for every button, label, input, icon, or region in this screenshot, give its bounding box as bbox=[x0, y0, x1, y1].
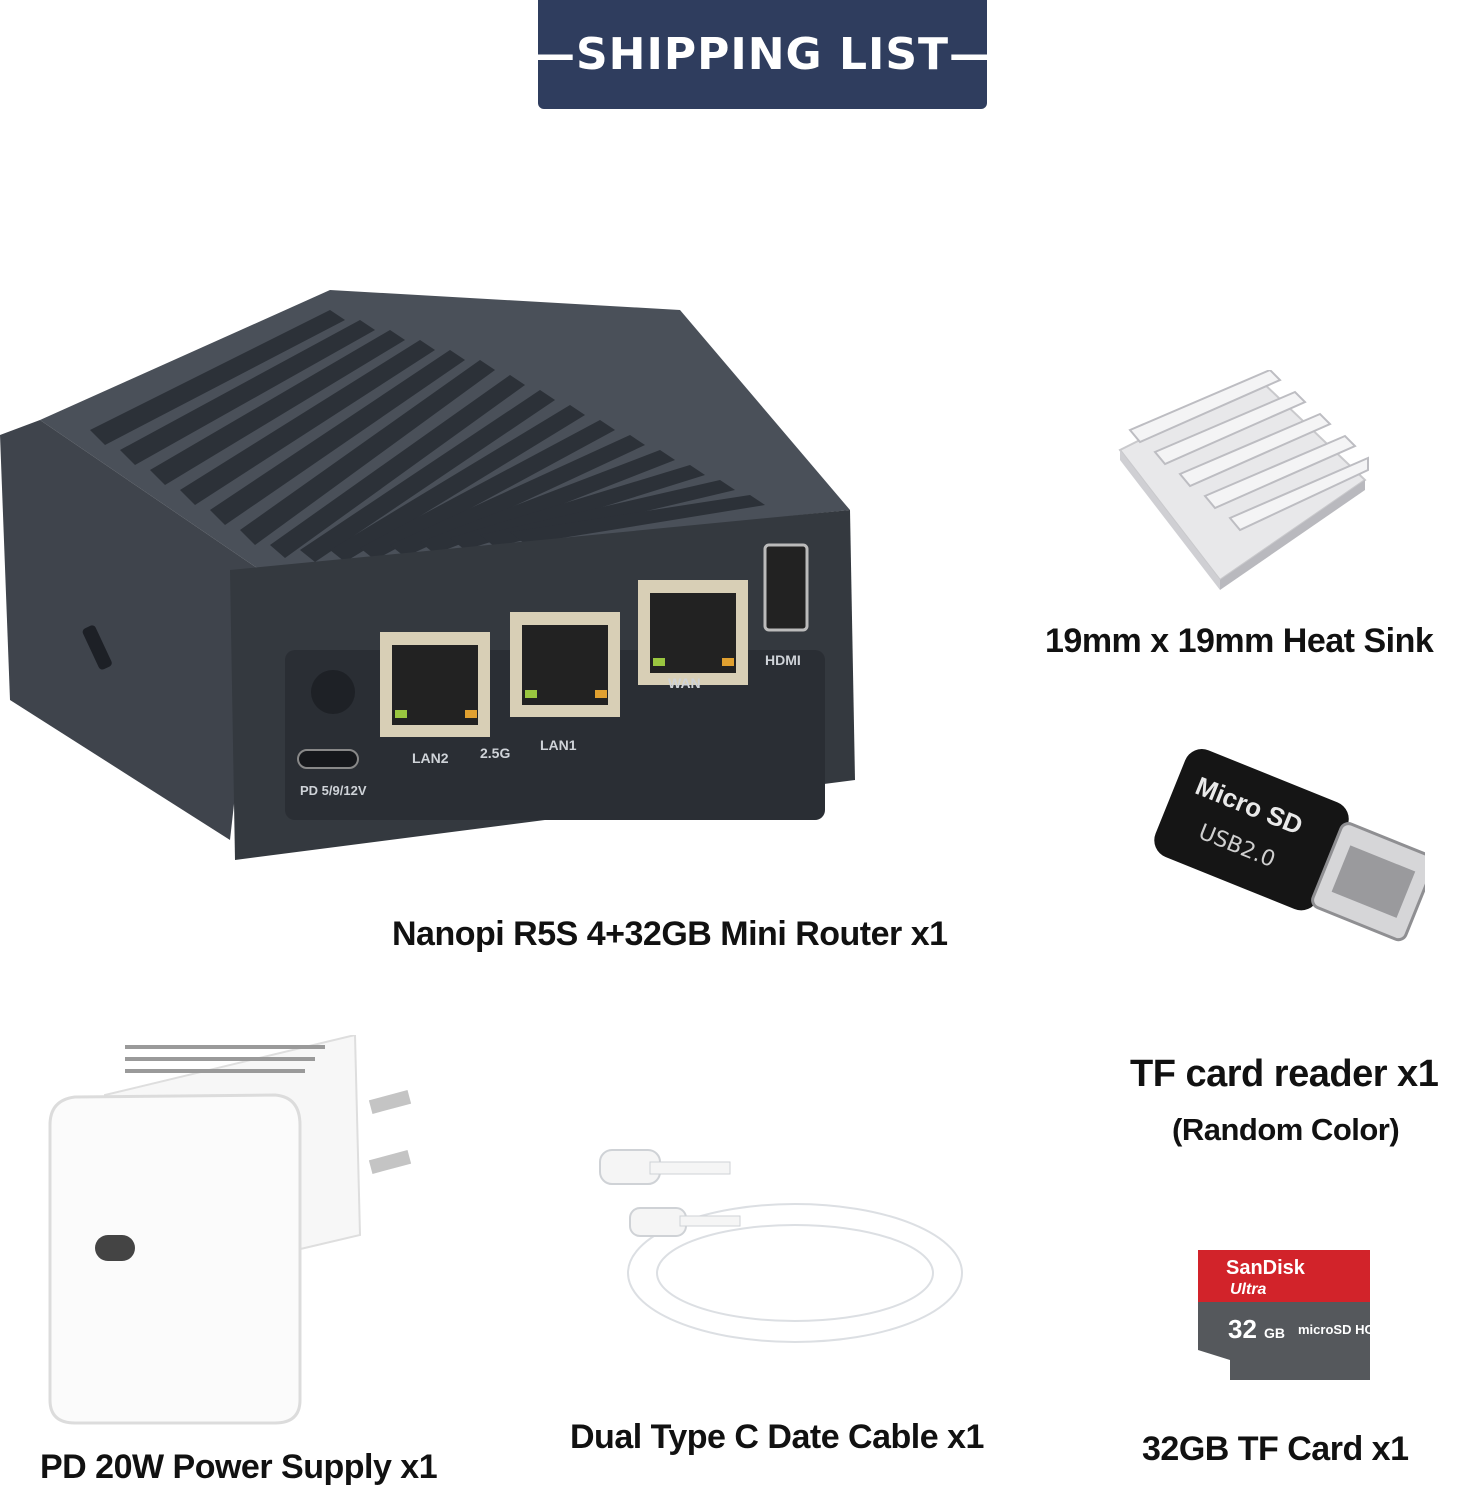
lan1-label: LAN1 bbox=[540, 737, 577, 753]
hdmi-label: HDMI bbox=[765, 652, 801, 668]
power-port-label: PD 5/9/12V bbox=[300, 783, 367, 798]
heatsink-caption: 19mm x 19mm Heat Sink bbox=[1045, 622, 1434, 660]
power-supply-image bbox=[45, 1035, 415, 1425]
card-reader-caption: TF card reader x1 bbox=[1130, 1053, 1439, 1095]
power-supply-caption: PD 20W Power Supply x1 bbox=[40, 1448, 438, 1486]
cable-image bbox=[590, 1148, 970, 1348]
router-image: PD 5/9/12V LAN2 2.5G LAN1 WAN HDMI bbox=[0, 280, 870, 880]
shipping-list-banner: —SHIPPING LIST— bbox=[531, 0, 993, 109]
lan2-label: LAN2 bbox=[412, 750, 449, 766]
card-reader-note: (Random Color) bbox=[1172, 1112, 1400, 1147]
cable-caption: Dual Type C Date Cable x1 bbox=[570, 1418, 984, 1456]
tf-card-line: Ultra bbox=[1230, 1281, 1267, 1298]
tf-card-brand: SanDisk bbox=[1226, 1257, 1306, 1279]
banner-title: —SHIPPING LIST— bbox=[530, 29, 995, 80]
router-caption: Nanopi R5S 4+32GB Mini Router x1 bbox=[392, 915, 948, 953]
tf-card-capacity: 32 bbox=[1228, 1314, 1257, 1344]
tf-card-image: SanDisk Ultra 32 GB microSD HC I A1 bbox=[1198, 1250, 1370, 1380]
tf-card-unit: GB bbox=[1264, 1325, 1285, 1341]
wan-label: WAN bbox=[668, 675, 701, 691]
card-reader-image: Micro SD USB2.0 bbox=[1125, 745, 1425, 1025]
speed-label: 2.5G bbox=[480, 745, 510, 761]
heatsink-image bbox=[1110, 370, 1370, 600]
tf-card-marks: microSD HC I A1 bbox=[1298, 1322, 1370, 1337]
tf-card-caption: 32GB TF Card x1 bbox=[1142, 1430, 1409, 1468]
